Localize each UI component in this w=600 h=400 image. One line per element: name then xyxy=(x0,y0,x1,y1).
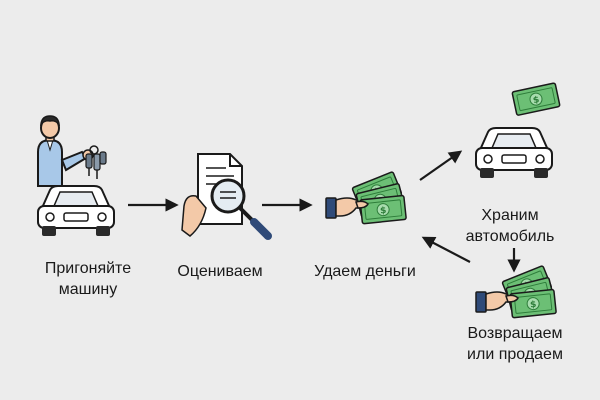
step-store-label: Храним автомобиль xyxy=(440,205,580,247)
step-return-line2: или продаем xyxy=(467,346,563,363)
hand-with-cash-icon xyxy=(476,266,556,318)
step-store-line2: автомобиль xyxy=(465,228,555,245)
step-return-label: Возвращаем или продаем xyxy=(440,323,590,365)
step-return-line1: Возвращаем xyxy=(467,325,563,342)
step-deliver-line2: машину xyxy=(58,281,118,298)
step-pay-line1: Удаем деньги xyxy=(314,263,416,280)
car-icon xyxy=(475,127,553,179)
car-with-cash-icon xyxy=(475,82,561,179)
document-magnifier-icon xyxy=(181,153,272,240)
car-icon xyxy=(37,185,115,237)
keys-icon xyxy=(85,145,107,179)
arrow-return-to-pay xyxy=(421,236,471,263)
hand-with-cash-icon xyxy=(326,172,406,224)
step-deliver-label: Пригоняйте машину xyxy=(18,258,158,300)
person-with-keys-and-car-icon xyxy=(37,115,115,237)
step-evaluate-label: Оцениваем xyxy=(160,261,280,282)
cash-icon xyxy=(511,82,561,117)
arrow-pay-to-store xyxy=(419,150,463,181)
step-pay-label: Удаем деньги xyxy=(300,261,430,282)
step-store-line1: Храним xyxy=(481,207,539,224)
step-evaluate-line1: Оцениваем xyxy=(177,263,263,280)
step-deliver-line1: Пригоняйте xyxy=(44,260,132,277)
person-icon xyxy=(37,115,94,187)
